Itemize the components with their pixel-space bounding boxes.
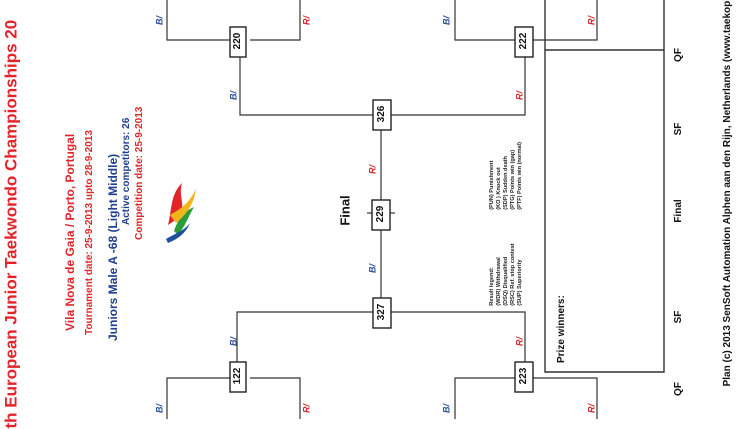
match-number-122: 122 — [232, 367, 243, 385]
match-number-327: 327 — [376, 303, 387, 321]
red-marker: R/ — [367, 165, 378, 174]
legend-item: (KO ) Knock out — [496, 167, 503, 210]
round-label-qf: QF — [673, 48, 684, 62]
event-title: th European Junior Taekwondo Championshi… — [1, 19, 21, 429]
legend-item: (RSC) Ref. stop contest — [510, 243, 517, 306]
flame-logo-icon — [166, 183, 196, 243]
match-number-223: 223 — [518, 367, 529, 385]
competition-date: Competition date: 25-9-2013 — [134, 106, 145, 240]
red-marker: R/ — [301, 404, 312, 413]
category-title: Juniors Male A -68 (Light Middle) — [106, 153, 120, 341]
tournament-date: Tournament date: 25-9-2013 upto 28-9-201… — [84, 130, 95, 335]
final-label: Final — [337, 195, 353, 226]
prize-winners-label: Prize winners: — [556, 295, 567, 363]
red-marker: R/ — [514, 337, 525, 346]
legend-item: (SDP) Sudden death — [503, 156, 510, 210]
bracket-sheet: th European Junior Taekwondo Championshi… — [2, 0, 733, 429]
red-marker: R/ — [586, 16, 597, 25]
round-label-final: Final — [673, 199, 684, 223]
match-number-326: 326 — [376, 105, 387, 123]
round-label-qf: QF — [673, 382, 684, 396]
blue-marker: B/ — [441, 404, 452, 413]
legend-item: (PTG) Points win (gap) — [510, 149, 517, 210]
round-label-sf: SF — [673, 122, 684, 136]
match-number-220: 220 — [232, 32, 243, 50]
footer-credit: Plan (c) 2013 SenSoft Automation Alphen … — [722, 0, 733, 387]
bracket-lines — [166, 0, 665, 419]
legend-item: (PUN) Punishment — [489, 160, 496, 210]
legend-item: (WDR) Withdrawal — [496, 257, 503, 306]
blue-marker: B/ — [228, 337, 239, 346]
legend-item: (SUP) Superiority — [517, 259, 524, 306]
red-marker: R/ — [301, 16, 312, 25]
match-number-229: 229 — [375, 205, 386, 223]
red-marker: R/ — [586, 404, 597, 413]
blue-marker: B/ — [228, 91, 239, 100]
blue-marker: B/ — [441, 16, 452, 25]
legend-item: (PTF) Points win (normal) — [517, 142, 524, 210]
round-label-sf: SF — [673, 310, 684, 324]
red-marker: R/ — [514, 91, 525, 100]
blue-marker: B/ — [154, 404, 165, 413]
event-venue: Vila Nova de Gaia / Porto, Portugal — [63, 133, 77, 331]
blue-marker: B/ — [367, 264, 378, 273]
active-competitors: Active competitors: 26 — [121, 117, 132, 225]
blue-marker: B/ — [154, 16, 165, 25]
match-number-222: 222 — [518, 32, 529, 50]
legend-title: Result legend: — [489, 267, 496, 306]
legend-item: (DSQ) Disqualified — [503, 256, 510, 306]
